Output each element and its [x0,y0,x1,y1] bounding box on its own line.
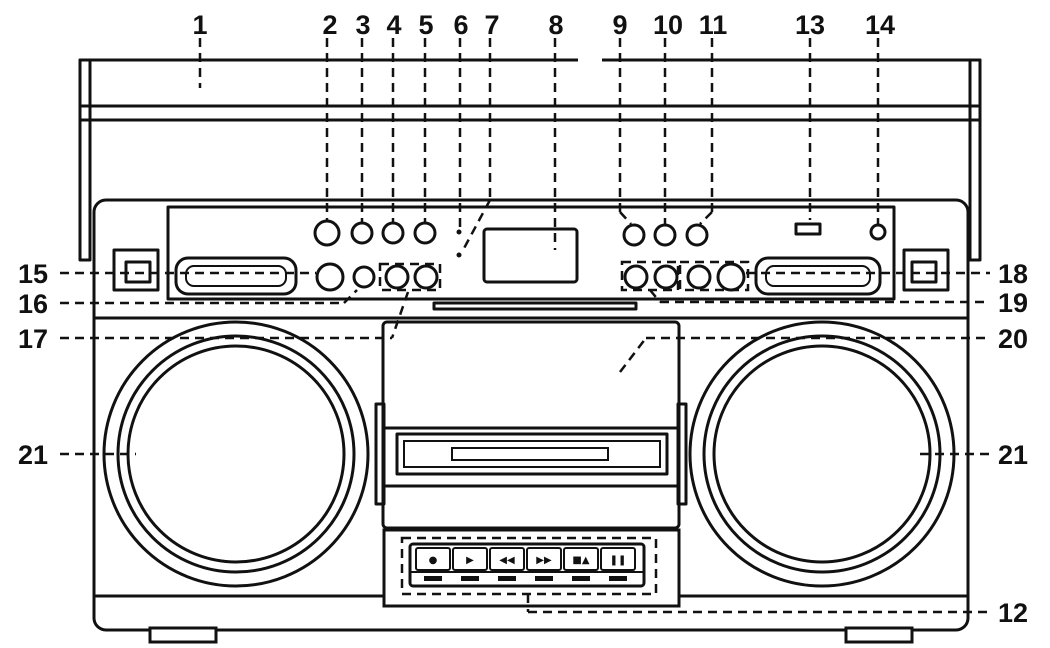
pause-icon: ❚❚ [610,555,627,566]
callout-3: 3 [355,10,370,40]
cassette-key-foot [609,576,627,581]
top-row-buttons [313,219,709,258]
callout-15: 15 [18,259,48,289]
cassette-key-foot [535,576,553,581]
callout-10: 10 [653,10,683,40]
fast-forward-icon: ▶▶ [536,555,552,566]
callout-labels: 1 2 3 4 5 6 7 8 9 10 11 13 14 15 16 17 1… [18,10,1028,628]
callout-18: 18 [998,259,1028,289]
callout-20: 20 [998,324,1028,354]
callout-21-right: 21 [998,440,1028,470]
leader-lines [60,38,990,614]
callout-16: 16 [18,289,48,319]
callout-1: 1 [192,10,207,40]
rewind-icon: ◀◀ [499,555,515,566]
callout-13: 13 [795,10,825,40]
handle-mounts [112,248,950,292]
stop-eject-icon: ■▲ [572,555,589,566]
callout-6: 6 [453,10,468,40]
cassette-deck [374,320,688,608]
callout-11: 11 [699,10,728,40]
cassette-key-foot [498,576,516,581]
headphone-jack [869,223,887,241]
side-grilles [174,256,882,296]
callout-5: 5 [418,10,433,40]
tuning-strip [432,301,638,311]
cassette-key [600,547,636,571]
usb-port [794,222,822,236]
callout-4: 4 [386,10,401,40]
cassette-key [452,547,488,571]
callout-9: 9 [612,10,627,40]
callout-14: 14 [865,10,895,40]
display-window [482,227,579,284]
cassette-key [489,547,525,571]
cassette-key [415,547,451,571]
bottom-row-buttons [315,262,746,292]
callout-21-left: 21 [18,440,48,470]
control-panel [166,205,896,301]
cassette-key [563,547,599,571]
record-icon: ● [429,555,438,566]
cassette-key [526,547,562,571]
callout-2: 2 [322,10,337,40]
play-icon: ▶ [466,555,474,566]
carry-handle [78,50,982,262]
cassette-key-foot [424,576,442,581]
callout-19: 19 [998,288,1028,318]
cassette-keys: ● ▶ ◀◀ ▶▶ ■▲ ❚❚ [408,542,646,588]
callout-8: 8 [548,10,563,40]
callout-17: 17 [18,324,48,354]
callout-7: 7 [484,10,499,40]
cassette-key-foot [461,576,479,581]
callout-12: 12 [998,598,1028,628]
cassette-key-foot [572,576,590,581]
